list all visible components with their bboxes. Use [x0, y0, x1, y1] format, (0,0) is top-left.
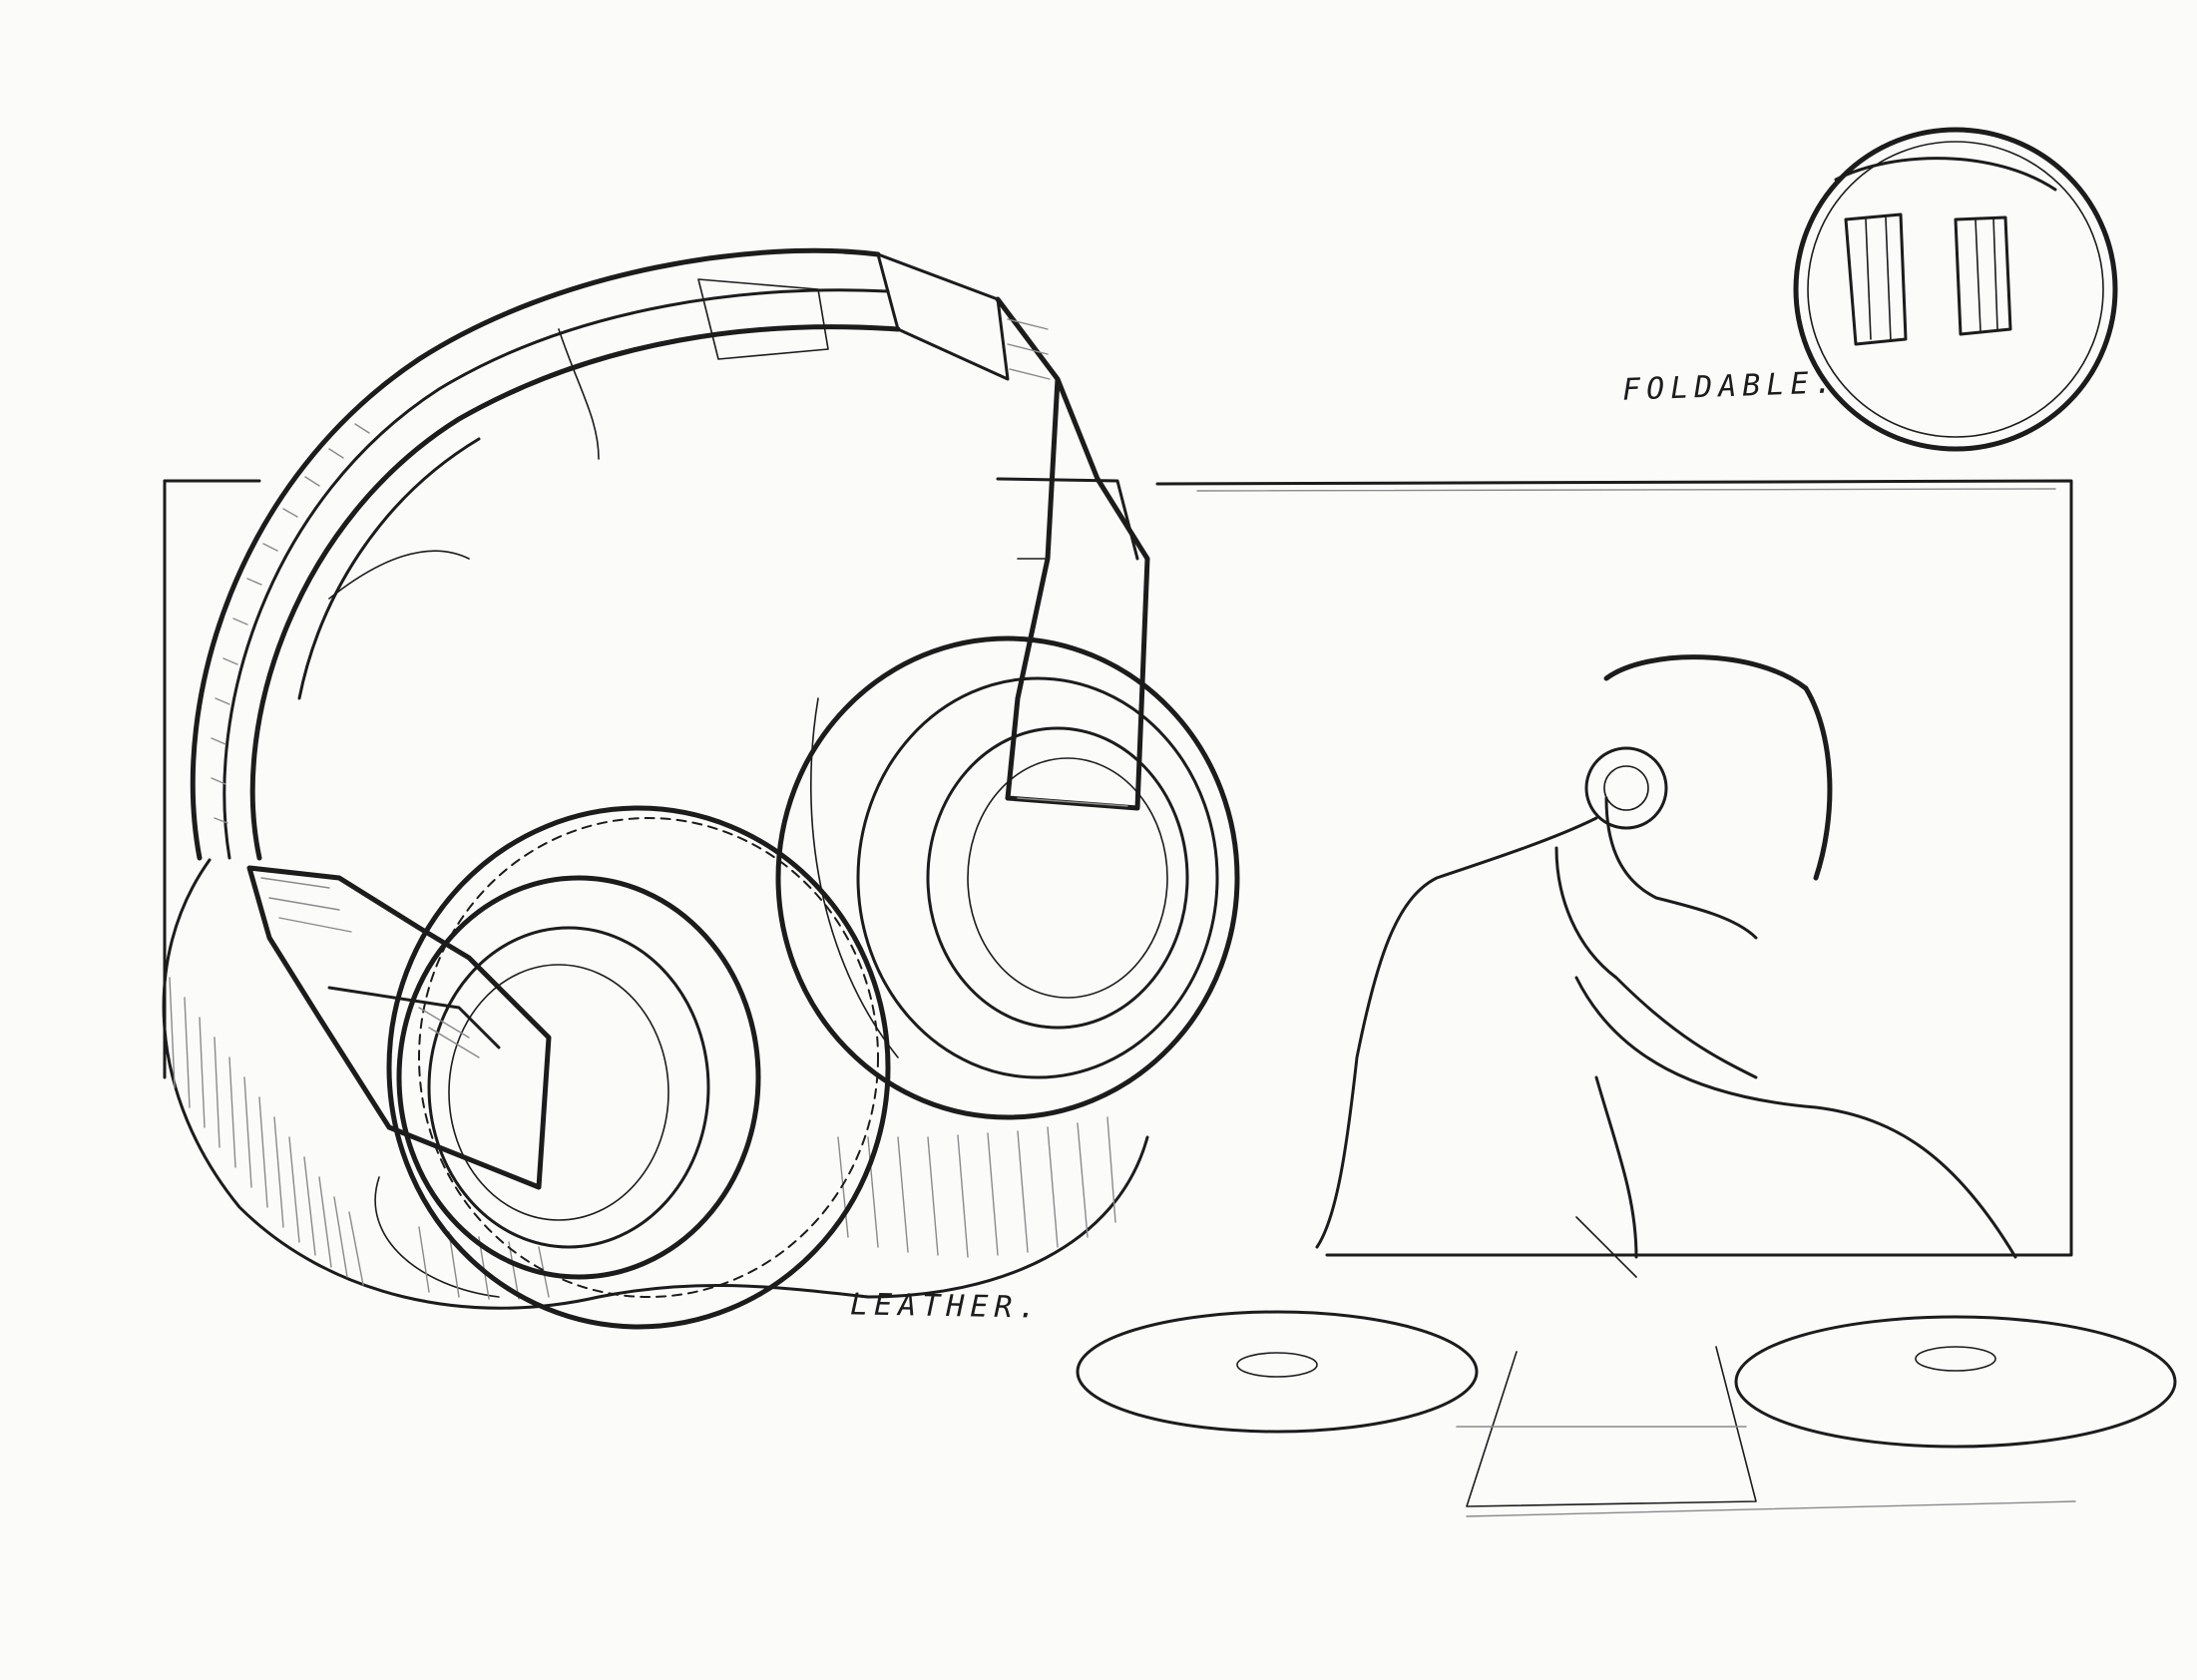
dj-figure [1315, 654, 2017, 1278]
background-panel [163, 479, 2073, 1257]
headband [190, 247, 1010, 861]
right-ear-cup [775, 635, 1240, 1120]
left-ear-cup [386, 805, 891, 1330]
left-slider-arm [246, 865, 552, 1190]
headphones-shadow [162, 858, 1149, 1310]
turntables [1076, 1310, 2177, 1517]
right-slider-arm [995, 296, 1150, 811]
foldable-inset [1793, 127, 2118, 452]
leather-annotation: LEATHER. [849, 1287, 1043, 1326]
